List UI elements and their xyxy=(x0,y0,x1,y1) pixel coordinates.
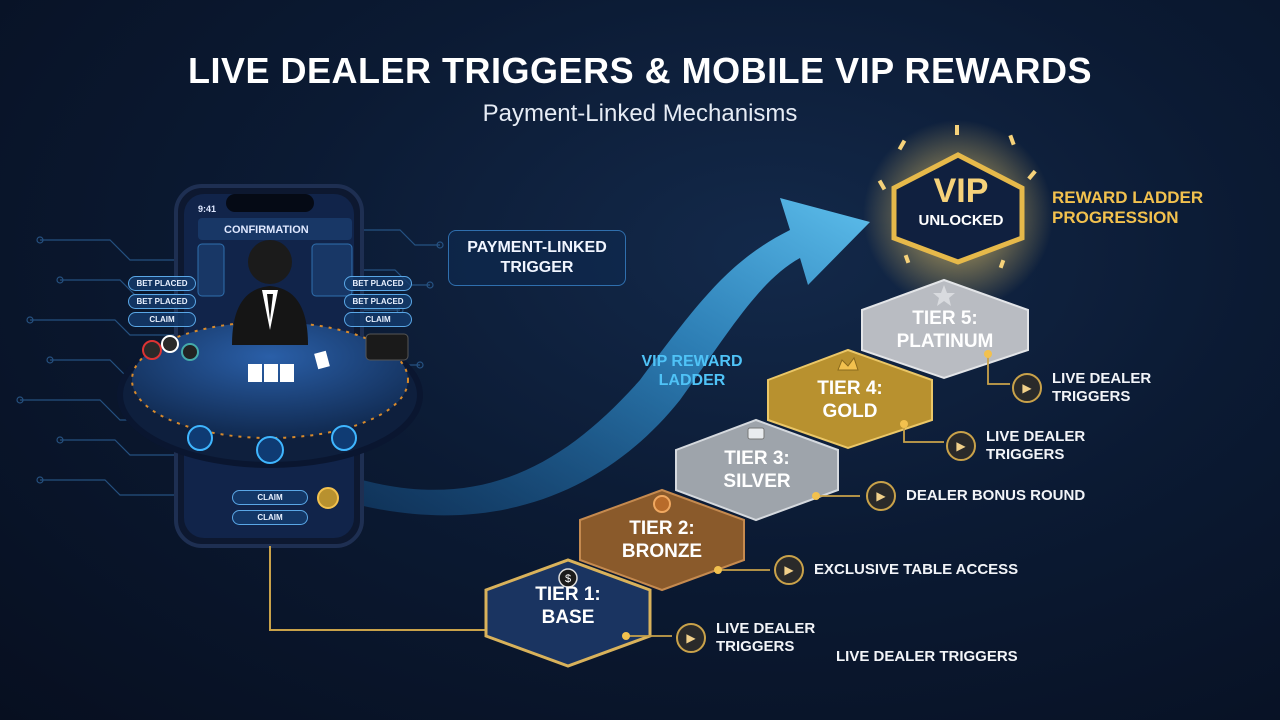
phone-to-tier1-connector xyxy=(269,546,488,631)
tier-3-trigger: ▶ DEALER BONUS ROUND xyxy=(866,481,1085,511)
tier-4-trigger: ▶ LIVE DEALER TRIGGERS xyxy=(946,428,1085,464)
trigger-connectors xyxy=(626,354,1010,637)
phone-claim-button-1[interactable]: CLAIM xyxy=(232,490,308,505)
tier-1-trigger-text: LIVE DEALER TRIGGERS xyxy=(716,620,816,655)
vip-sparkles xyxy=(877,125,1037,269)
vip-reward-ladder-label: VIP REWARD LADDER xyxy=(641,353,743,389)
tier-2-label: TIER 2: BRONZE xyxy=(621,518,703,562)
payment-linked-trigger-label: PAYMENT-LINKED TRIGGER xyxy=(448,230,626,286)
phone-status-time: 9:41 xyxy=(198,204,217,214)
extra-live-dealer-triggers-label: LIVE DEALER TRIGGERS xyxy=(836,648,1018,665)
tier-3-hex xyxy=(675,418,839,522)
tier-5-label: TIER 5: PLATINUM xyxy=(896,308,994,352)
star-icon xyxy=(933,285,955,306)
video-camera-icon: ▶ xyxy=(946,431,976,461)
tier-3-label: TIER 3: SILVER xyxy=(723,448,791,492)
tier-4-hex xyxy=(767,348,933,450)
video-camera-icon: ▶ xyxy=(1012,373,1042,403)
claim-pill-right[interactable]: CLAIM xyxy=(344,312,412,327)
tier-5-trigger-text: LIVE DEALER TRIGGERS xyxy=(1052,370,1152,405)
reward-ladder-progression-label: REWARD LADDER PROGRESSION xyxy=(1052,188,1204,227)
circuit-lines-left xyxy=(16,236,180,496)
dollar-icon xyxy=(558,568,578,588)
video-camera-icon: ▶ xyxy=(774,555,804,585)
phone-screen-title: CONFIRMATION xyxy=(224,224,309,236)
tier-4-trigger-text: LIVE DEALER TRIGGERS xyxy=(986,428,1086,463)
video-camera-icon: ▶ xyxy=(866,481,896,511)
progress-arrow xyxy=(330,198,870,516)
bet-placed-pill-right-2[interactable]: BET PLACED xyxy=(344,294,412,309)
card-icon xyxy=(747,427,765,440)
vip-shield xyxy=(891,152,1025,265)
dealer-figure xyxy=(232,240,308,345)
tier-1-trigger: ▶ LIVE DEALER TRIGGERS xyxy=(676,620,815,656)
tier-5-trigger: ▶ LIVE DEALER TRIGGERS xyxy=(1012,370,1151,406)
page-title: LIVE DEALER TRIGGERS & MOBILE VIP REWARD… xyxy=(188,50,1092,91)
tier-2-hex xyxy=(579,488,745,592)
tier-2-trigger-text: EXCLUSIVE TABLE ACCESS xyxy=(814,561,1019,578)
vip-badge-subtitle: UNLOCKED xyxy=(918,212,1004,229)
tier-4-label: TIER 4: GOLD xyxy=(817,378,883,422)
crown-icon xyxy=(837,356,859,371)
vip-badge-title: VIP xyxy=(933,172,989,210)
phone-claim-button-2[interactable]: CLAIM xyxy=(232,510,308,525)
svg-text:$: $ xyxy=(565,573,571,585)
tier-3-trigger-text: DEALER BONUS ROUND xyxy=(906,487,1086,504)
page-subtitle: Payment-Linked Mechanisms xyxy=(482,100,798,127)
bet-placed-pill-left-2[interactable]: BET PLACED xyxy=(128,294,196,309)
bet-placed-pill-right-1[interactable]: BET PLACED xyxy=(344,276,412,291)
claim-pill-left[interactable]: CLAIM xyxy=(128,312,196,327)
video-camera-icon: ▶ xyxy=(676,623,706,653)
tier-2-trigger: ▶ EXCLUSIVE TABLE ACCESS xyxy=(774,555,1018,585)
bet-placed-pill-left-1[interactable]: BET PLACED xyxy=(128,276,196,291)
tier-1-label: TIER 1: BASE xyxy=(535,584,601,628)
vip-badge: VIP UNLOCKED xyxy=(903,172,1019,229)
chip-icon xyxy=(653,495,671,513)
